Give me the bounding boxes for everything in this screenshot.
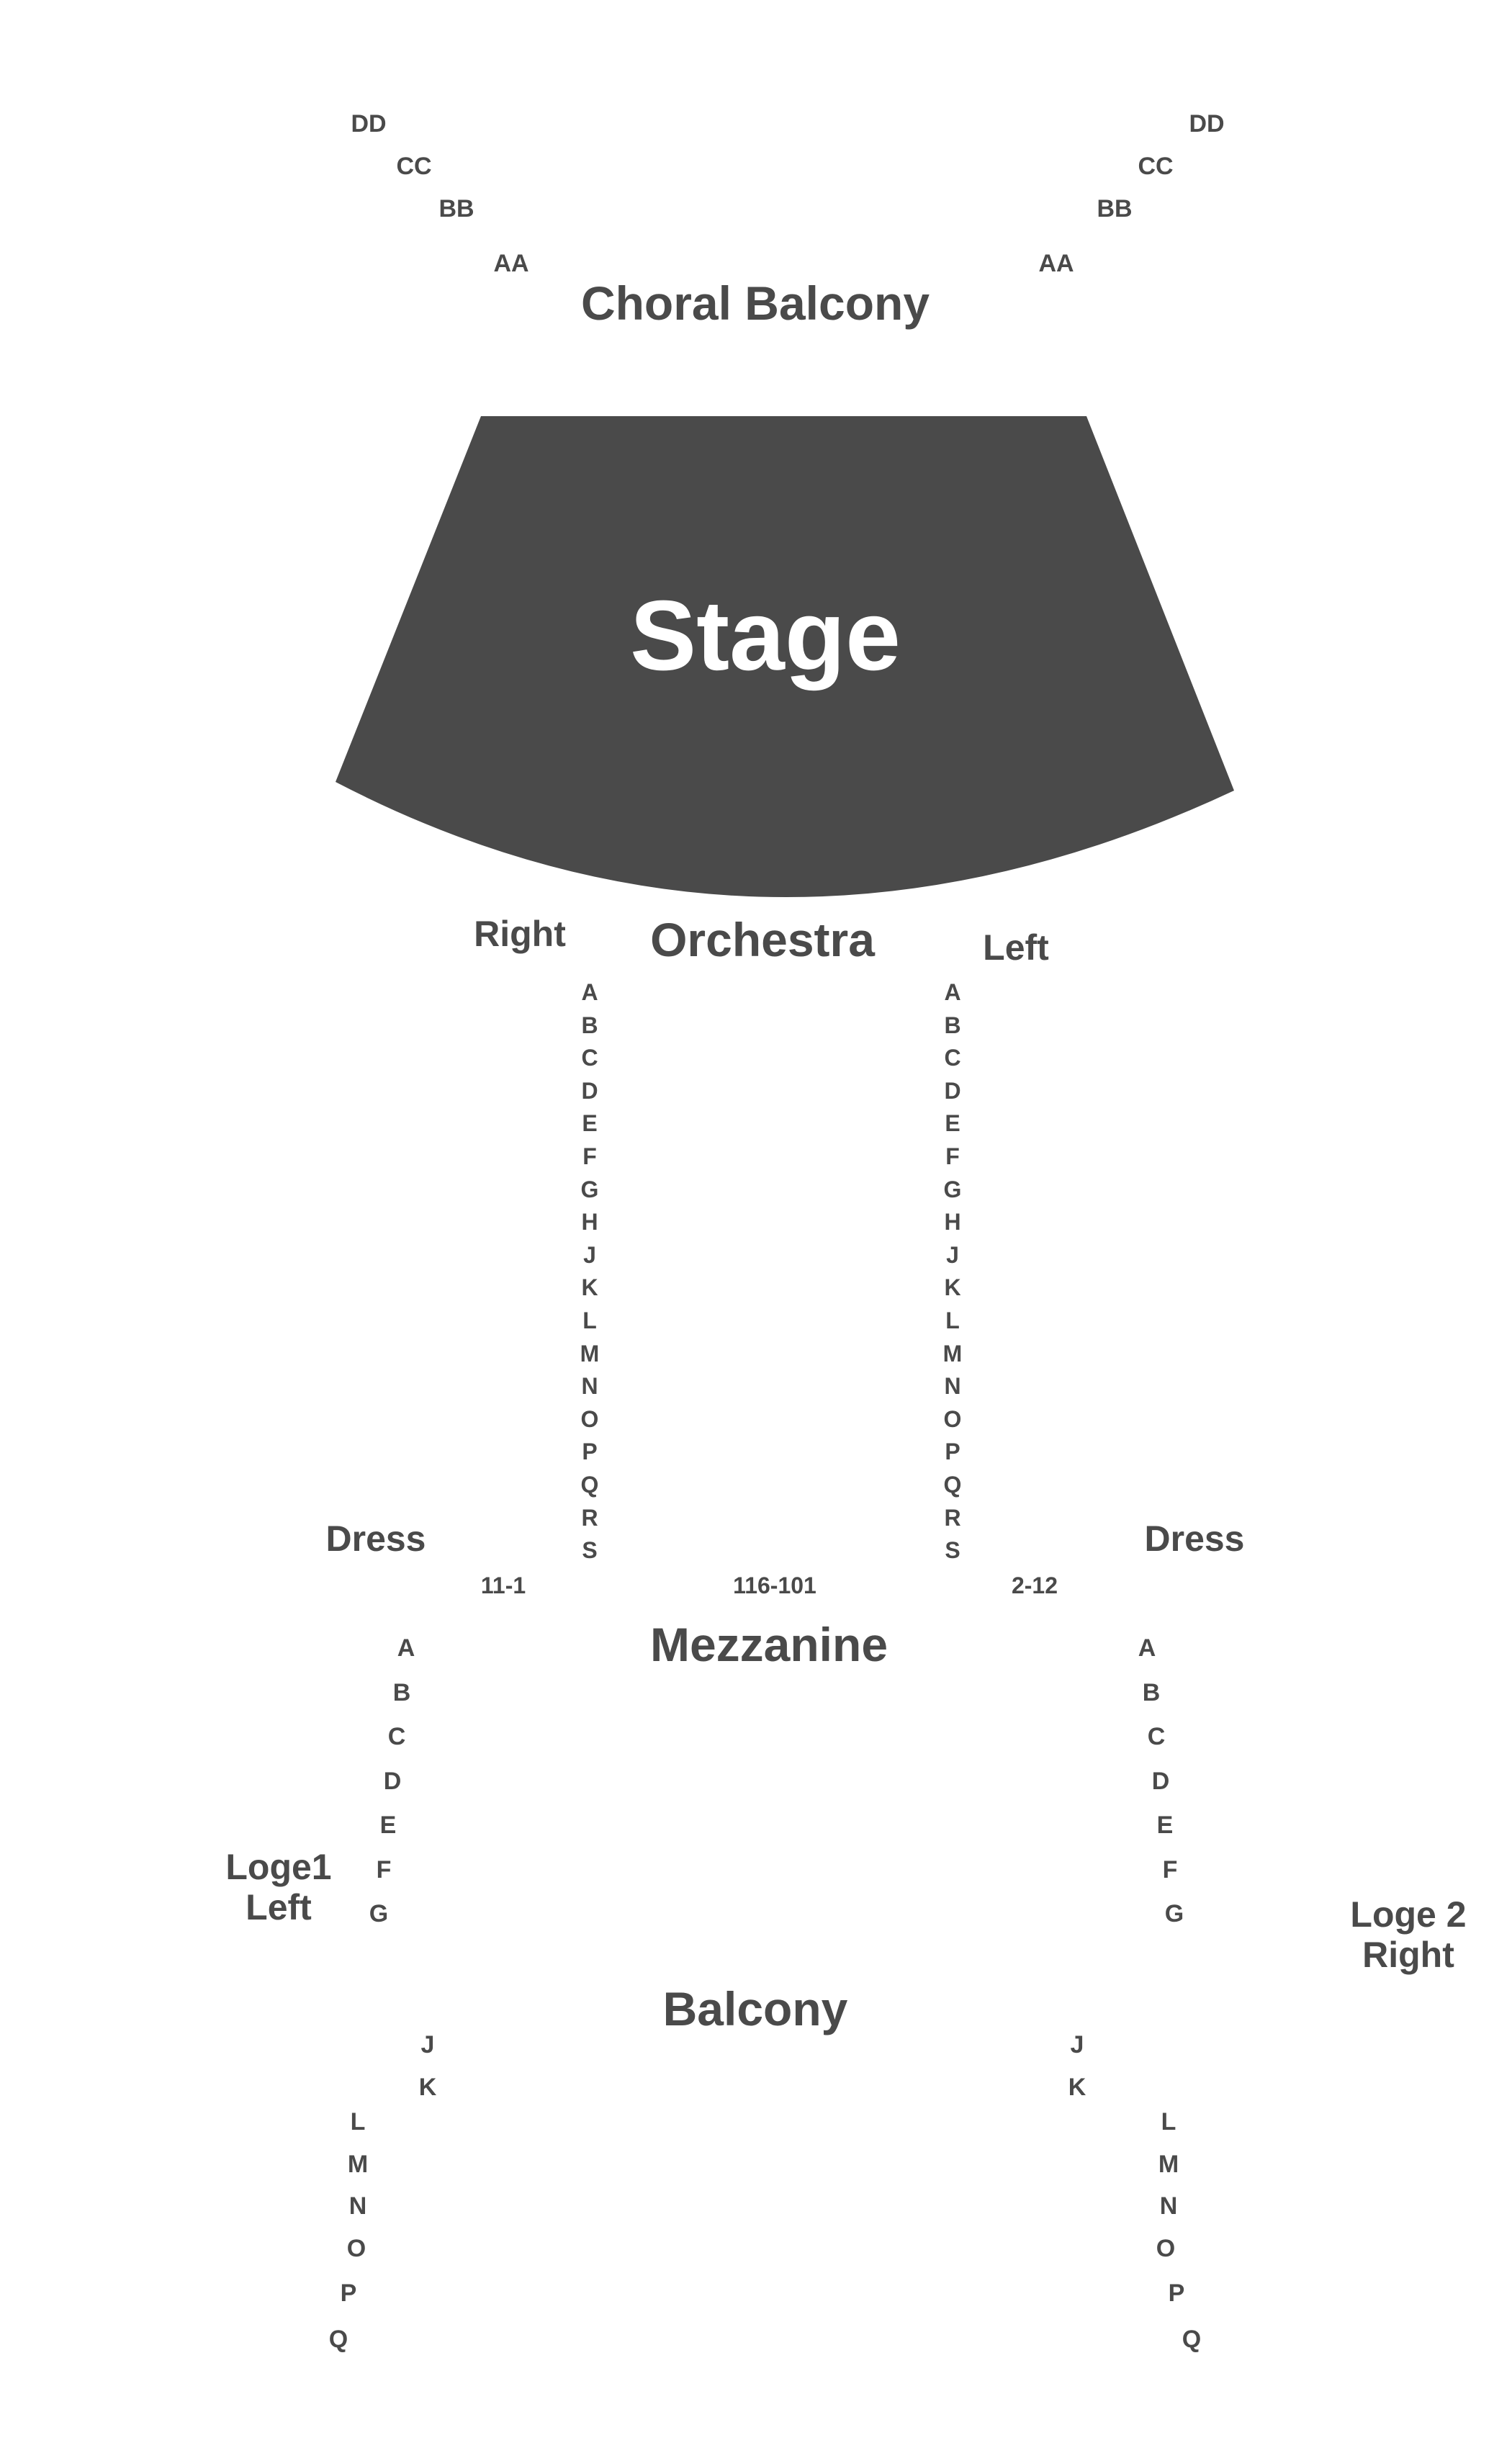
orchestra-right-label: Right bbox=[474, 914, 566, 954]
balcony-right-row-p[interactable]: P bbox=[1168, 2280, 1185, 2307]
orchestra-left-label: Left bbox=[983, 927, 1049, 968]
orchestra-right-row-b[interactable]: B bbox=[581, 1012, 598, 1038]
orchestra-right-row-g[interactable]: G bbox=[580, 1176, 599, 1202]
orchestra-left-row-c[interactable]: C bbox=[944, 1045, 961, 1071]
mezzanine-right-row-e[interactable]: E bbox=[1156, 1812, 1174, 1839]
choral-left-row-cc[interactable]: CC bbox=[396, 153, 432, 180]
mezzanine-left-row-g[interactable]: G bbox=[369, 1900, 389, 1927]
loge2-label-line1: Loge 2 bbox=[1350, 1894, 1467, 1935]
mezzanine-right-row-g[interactable]: G bbox=[1164, 1900, 1184, 1927]
orchestra-left-row-n[interactable]: N bbox=[944, 1373, 961, 1399]
balcony-left-row-l[interactable]: L bbox=[350, 2108, 366, 2136]
orchestra-left-row-o[interactable]: O bbox=[943, 1406, 962, 1432]
balcony-left-row-n[interactable]: N bbox=[348, 2192, 367, 2220]
loge2-label-line2: Right bbox=[1362, 1935, 1454, 1975]
seat-range-right: 11-1 bbox=[480, 1572, 526, 1598]
orchestra-left-row-b[interactable]: B bbox=[944, 1012, 961, 1038]
choral-left-row-bb[interactable]: BB bbox=[438, 195, 474, 222]
orchestra-right-row-o[interactable]: O bbox=[580, 1406, 599, 1432]
orchestra-right-row-p[interactable]: P bbox=[582, 1439, 598, 1464]
orchestra-right-row-r[interactable]: R bbox=[581, 1505, 598, 1531]
mezzanine-right-row-f[interactable]: F bbox=[1162, 1856, 1178, 1884]
balcony-right-row-l[interactable]: L bbox=[1161, 2108, 1176, 2136]
loge1-label-line2: Left bbox=[246, 1887, 312, 1927]
balcony-right-row-m[interactable]: M bbox=[1158, 2151, 1179, 2178]
orchestra-left-row-h[interactable]: H bbox=[944, 1209, 961, 1235]
mezzanine-right-row-c[interactable]: C bbox=[1147, 1723, 1166, 1750]
orchestra-left-row-m[interactable]: M bbox=[942, 1341, 963, 1367]
balcony-title: Balcony bbox=[662, 1982, 848, 2035]
orchestra-right-row-d[interactable]: D bbox=[581, 1078, 598, 1104]
orchestra-right-row-s[interactable]: S bbox=[582, 1537, 598, 1563]
mezzanine-right-row-a[interactable]: A bbox=[1138, 1634, 1156, 1662]
choral-right-row-dd[interactable]: DD bbox=[1189, 110, 1225, 138]
orchestra-right-row-l[interactable]: L bbox=[582, 1308, 597, 1333]
choral-right-row-cc[interactable]: CC bbox=[1138, 153, 1174, 180]
balcony-right-row-k[interactable]: K bbox=[1068, 2074, 1086, 2101]
choral-left-row-dd[interactable]: DD bbox=[351, 110, 387, 138]
mezzanine-title: Mezzanine bbox=[649, 1618, 888, 1671]
orchestra-right-row-q[interactable]: Q bbox=[580, 1472, 599, 1498]
balcony-right-row-j[interactable]: J bbox=[1070, 2031, 1084, 2058]
orchestra-left-row-p[interactable]: P bbox=[945, 1439, 960, 1464]
orchestra-left-row-l[interactable]: L bbox=[945, 1308, 960, 1333]
orchestra-left-row-r[interactable]: R bbox=[944, 1505, 961, 1531]
orchestra-right-row-m[interactable]: M bbox=[580, 1341, 600, 1367]
balcony-left-row-m[interactable]: M bbox=[347, 2151, 369, 2178]
seat-range-left: 2-12 bbox=[1011, 1572, 1058, 1598]
balcony-left-row-o[interactable]: O bbox=[346, 2235, 366, 2262]
balcony-right-row-o[interactable]: O bbox=[1156, 2235, 1176, 2262]
loge1-label-line1: Loge1 bbox=[225, 1847, 332, 1887]
stage-shape bbox=[336, 416, 1234, 898]
orchestra-left-row-j[interactable]: J bbox=[946, 1242, 959, 1268]
seat-range-center: 116-101 bbox=[733, 1572, 816, 1598]
mezzanine-left-row-b[interactable]: B bbox=[392, 1679, 411, 1706]
orchestra-right-row-c[interactable]: C bbox=[581, 1045, 598, 1071]
balcony-left-row-q[interactable]: Q bbox=[328, 2326, 348, 2353]
mezzanine-left-row-d[interactable]: D bbox=[383, 1768, 402, 1795]
balcony-left-row-p[interactable]: P bbox=[340, 2280, 357, 2307]
balcony-left-row-j[interactable]: J bbox=[420, 2031, 435, 2058]
orchestra-right-row-a[interactable]: A bbox=[581, 979, 598, 1005]
orchestra-right-row-j[interactable]: J bbox=[583, 1242, 596, 1268]
mezzanine-right-row-d[interactable]: D bbox=[1151, 1768, 1170, 1795]
mezzanine-left-row-f[interactable]: F bbox=[376, 1856, 392, 1884]
mezzanine-right-row-b[interactable]: B bbox=[1142, 1679, 1161, 1706]
stage-label: Stage bbox=[630, 580, 901, 691]
orchestra-left-row-a[interactable]: A bbox=[944, 979, 961, 1005]
orchestra-left-row-e[interactable]: E bbox=[945, 1110, 960, 1136]
balcony-left-row-k[interactable]: K bbox=[418, 2074, 437, 2101]
dress-left-label: Dress bbox=[325, 1518, 426, 1559]
orchestra-right-row-k[interactable]: K bbox=[581, 1274, 598, 1300]
choral-right-row-aa[interactable]: AA bbox=[1038, 250, 1074, 277]
balcony-right-row-n[interactable]: N bbox=[1159, 2192, 1178, 2220]
mezzanine-left-row-e[interactable]: E bbox=[379, 1812, 397, 1839]
orchestra-right-row-f[interactable]: F bbox=[582, 1143, 597, 1169]
orchestra-left-row-s[interactable]: S bbox=[945, 1537, 960, 1563]
orchestra-title: Orchestra bbox=[650, 913, 875, 966]
orchestra-right-row-n[interactable]: N bbox=[581, 1373, 598, 1399]
orchestra-left-row-k[interactable]: K bbox=[944, 1274, 961, 1300]
orchestra-left-row-q[interactable]: Q bbox=[943, 1472, 962, 1498]
dress-right-label: Dress bbox=[1144, 1518, 1245, 1559]
choral-right-row-bb[interactable]: BB bbox=[1097, 195, 1133, 222]
orchestra-left-row-g[interactable]: G bbox=[943, 1176, 962, 1202]
orchestra-left-row-f[interactable]: F bbox=[945, 1143, 960, 1169]
choral-balcony-title: Choral Balcony bbox=[580, 276, 930, 330]
orchestra-right-row-e[interactable]: E bbox=[582, 1110, 598, 1136]
balcony-right-row-q[interactable]: Q bbox=[1182, 2326, 1202, 2353]
stage: Stage bbox=[336, 416, 1234, 898]
orchestra-right-row-h[interactable]: H bbox=[581, 1209, 598, 1235]
choral-left-row-aa[interactable]: AA bbox=[493, 250, 529, 277]
mezzanine-left-row-a[interactable]: A bbox=[397, 1634, 415, 1662]
mezzanine-left-row-c[interactable]: C bbox=[387, 1723, 406, 1750]
orchestra-left-row-d[interactable]: D bbox=[944, 1078, 961, 1104]
